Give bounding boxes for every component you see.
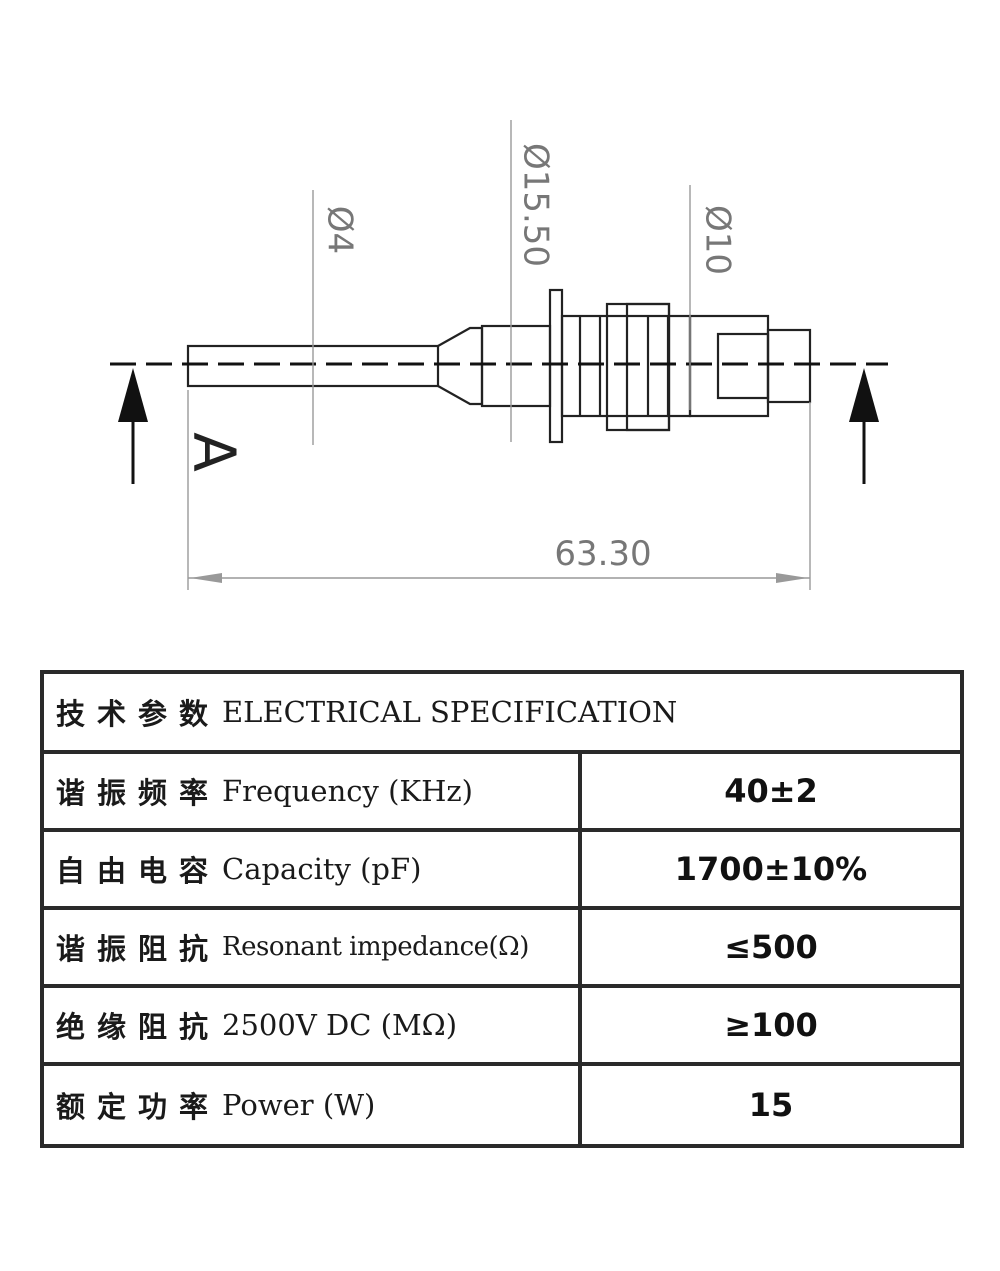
row-label-en: 2500V DC (MΩ) bbox=[222, 1008, 458, 1042]
row-label-en: Resonant impedance(Ω) bbox=[222, 932, 529, 962]
row-label-en: Power (W) bbox=[222, 1088, 376, 1122]
spec-row-impedance: 谐振阻抗 Resonant impedance(Ω) ≤500 bbox=[44, 910, 960, 988]
back-mass bbox=[688, 314, 770, 418]
section-arrow-left bbox=[118, 368, 148, 484]
row-value: ≥100 bbox=[724, 1006, 818, 1044]
dim-d4-label: Ø4 bbox=[320, 206, 360, 254]
row-label-cn: 额定功率 bbox=[56, 1090, 221, 1124]
svg-text:A: A bbox=[180, 432, 248, 472]
row-label-en: Capacity (pF) bbox=[222, 852, 422, 886]
header-en: ELECTRICAL SPECIFICATION bbox=[222, 695, 678, 729]
row-value: 15 bbox=[748, 1086, 794, 1124]
spec-row-insulation: 绝缘阻抗 2500V DC (MΩ) ≥100 bbox=[44, 988, 960, 1066]
horn-taper bbox=[437, 326, 484, 406]
svg-text:Ø10: Ø10 bbox=[698, 205, 738, 275]
neck-section bbox=[480, 324, 552, 408]
section-arrow-right bbox=[849, 368, 879, 484]
spec-row-capacity: 自由电容 Capacity (pF) 1700±10% bbox=[44, 832, 960, 910]
dim-length-label: 63.30 bbox=[554, 534, 651, 574]
row-label-en: Frequency (KHz) bbox=[222, 774, 473, 808]
spec-table: 技术参数 ELECTRICAL SPECIFICATION 谐振频率 Frequ… bbox=[40, 670, 964, 1148]
row-value: 1700±10% bbox=[674, 850, 868, 888]
end-nut bbox=[716, 332, 770, 400]
electrode-ring bbox=[605, 302, 671, 432]
svg-text:Ø4: Ø4 bbox=[320, 206, 360, 254]
spec-table-header: 技术参数 ELECTRICAL SPECIFICATION bbox=[44, 674, 960, 754]
dim-d10-label: Ø10 bbox=[698, 205, 738, 275]
svg-text:Ø15.50: Ø15.50 bbox=[516, 143, 556, 267]
row-label-cn: 绝缘阻抗 bbox=[56, 1010, 221, 1044]
spec-row-frequency: 谐振频率 Frequency (KHz) 40±2 bbox=[44, 754, 960, 832]
row-label-cn: 谐振频率 bbox=[56, 776, 221, 810]
row-label-cn: 自由电容 bbox=[56, 854, 221, 888]
transducer-drawing: A Ø4 Ø15.50 Ø10 63.30 bbox=[110, 120, 888, 590]
flange bbox=[548, 288, 564, 444]
tail-cap bbox=[766, 328, 812, 404]
row-value: ≤500 bbox=[724, 928, 818, 966]
dim-d1550-label: Ø15.50 bbox=[516, 143, 556, 267]
section-label: A bbox=[180, 432, 248, 472]
spec-row-power: 额定功率 Power (W) 15 bbox=[44, 1066, 960, 1144]
row-label-cn: 谐振阻抗 bbox=[56, 932, 221, 966]
row-value: 40±2 bbox=[724, 772, 818, 810]
header-cn: 技术参数 bbox=[56, 697, 221, 731]
